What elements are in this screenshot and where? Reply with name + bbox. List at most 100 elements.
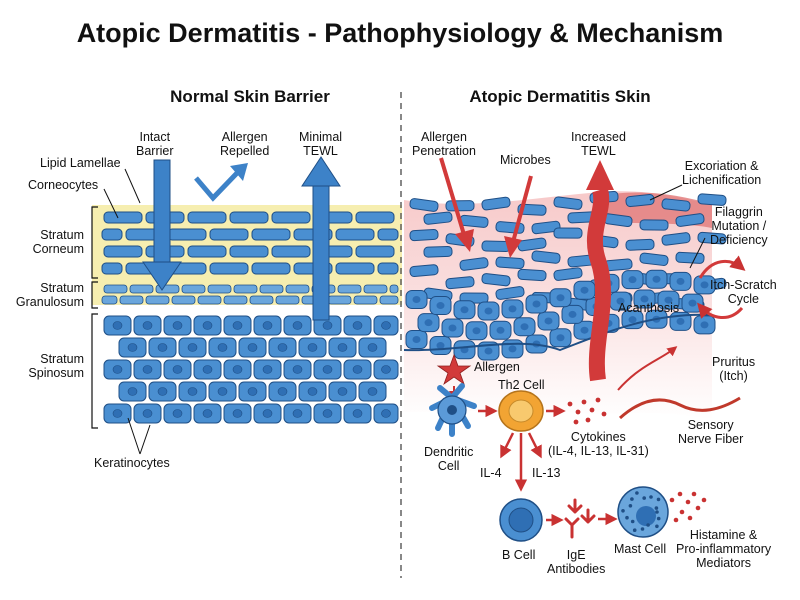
atopic-corneocyte-cell	[625, 238, 655, 251]
granulosum-cell	[207, 284, 232, 294]
atopic-keratinocyte-nucleus	[436, 342, 445, 350]
il4-label: IL-4	[480, 466, 502, 480]
atopic-keratinocyte-nucleus	[640, 295, 649, 303]
cytokine-dots	[567, 397, 607, 425]
keratinocyte-nucleus	[322, 365, 333, 374]
normal-skin-tissue	[92, 205, 402, 424]
atopic-keratinocyte-nucleus	[556, 294, 565, 302]
atopic-skin-tissue	[403, 190, 727, 420]
atopic-corneocyte-cell	[517, 203, 547, 216]
granulosum-cell	[145, 295, 170, 305]
atopic-keratinocyte-nucleus	[508, 305, 517, 313]
keratinocyte-nucleus	[232, 409, 243, 418]
atopic-corneocyte-cell	[625, 194, 655, 208]
mediator-dot	[691, 491, 697, 497]
keratinocyte-nucleus	[247, 343, 258, 352]
granulosum-cell	[285, 284, 310, 294]
keratinocyte-nucleus	[322, 321, 333, 330]
atopic-corneocyte-cell	[675, 251, 705, 264]
pruritus-arrow	[617, 346, 678, 391]
th2-cell-icon	[498, 390, 544, 432]
atopic-corneocyte-cell	[409, 228, 439, 242]
mediator-dot	[687, 515, 693, 521]
atopic-keratinocyte-nucleus	[472, 327, 481, 335]
atopic-corneocyte-cell	[481, 273, 511, 287]
granulosum-cell	[101, 295, 118, 305]
granulosum-cell	[233, 284, 258, 294]
granulosum-cell	[129, 284, 154, 294]
keratinocyte-nucleus	[172, 321, 183, 330]
atopic-keratinocyte-nucleus	[676, 317, 685, 325]
atopic-corneocyte-cell	[445, 276, 475, 290]
keratinocyte-nucleus	[381, 409, 391, 418]
keratinocyte-nucleus	[217, 387, 228, 396]
keratinocyte-nucleus	[307, 387, 318, 396]
corneocyte-cell	[251, 262, 291, 275]
ige-antibodies-icon	[564, 498, 596, 539]
th2-cell-label: Th2 Cell	[498, 378, 545, 392]
atopic-keratinocyte-nucleus	[556, 334, 565, 342]
atopic-keratinocyte-nucleus	[568, 310, 577, 318]
granulosum-cell	[259, 284, 284, 294]
granulosum-cell	[181, 284, 206, 294]
keratinocyte-nucleus	[217, 343, 228, 352]
lipid-lamellae-label: Lipid Lamellae	[40, 156, 121, 170]
atopic-keratinocyte-nucleus	[676, 277, 685, 285]
atopic-keratinocyte-nucleus	[688, 299, 697, 307]
cytokine-dot	[585, 417, 591, 423]
atopic-corneocyte-cell	[697, 231, 727, 245]
atopic-corneocyte-cell	[517, 268, 547, 282]
corneocyte-cell	[103, 245, 143, 258]
atopic-keratinocyte-nucleus	[628, 276, 637, 284]
cytokine-dot	[573, 419, 579, 425]
keratinocyte-nucleus	[112, 409, 123, 418]
corneocyte-cell	[355, 211, 395, 224]
corneocyte-cell	[271, 245, 311, 258]
atopic-corneocyte-cell	[495, 256, 525, 270]
cytokine-dot	[601, 411, 607, 417]
atopic-keratinocyte-nucleus	[484, 307, 493, 315]
keratinocyte-nucleus	[262, 365, 273, 374]
atopic-corneocyte-cell	[495, 286, 525, 300]
minimal-tewl-arrow	[301, 156, 341, 321]
corneocyte-cell	[271, 211, 311, 224]
cytokine-dot	[595, 397, 601, 403]
keratinocyte-nucleus	[112, 321, 123, 330]
normal-panel-title: Normal Skin Barrier	[170, 87, 330, 106]
dendritic-cell-icon	[429, 383, 477, 437]
keratinocyte-nucleus	[352, 321, 363, 330]
keratinocyte-nucleus	[127, 343, 138, 352]
granulosum-cell	[223, 295, 248, 305]
atopic-keratinocyte-nucleus	[700, 321, 709, 329]
corneocyte-cell	[229, 211, 269, 224]
il13-label: IL-13	[532, 466, 561, 480]
intact-barrier-arrow	[142, 159, 182, 291]
layer-brackets	[91, 206, 98, 429]
keratinocyte-nucleus	[202, 365, 213, 374]
keratinocyte-nucleus	[157, 343, 168, 352]
mast-cell-label: Mast Cell	[614, 542, 667, 556]
atopic-corneocyte-cell	[531, 220, 561, 235]
granulosum-cell	[327, 295, 352, 305]
atopic-panel-title: Atopic Dermatitis Skin	[469, 87, 651, 106]
microbes-label: Microbes	[500, 153, 551, 167]
granulosum-cell	[353, 295, 378, 305]
keratinocyte-nucleus	[322, 409, 333, 418]
mediator-dot	[673, 517, 679, 523]
allergen-star-icon	[436, 353, 472, 386]
corneocyte-cell	[209, 262, 249, 275]
corneocytes-label: Corneocytes	[28, 178, 99, 192]
keratinocyte-nucleus	[381, 365, 391, 374]
acanthosis-label: Acanthosis	[618, 301, 680, 315]
mediator-dot	[695, 505, 701, 511]
corneocyte-cell	[377, 262, 399, 275]
atopic-corneocyte-cell	[481, 196, 511, 211]
keratinocyte-nucleus	[307, 343, 318, 352]
atopic-keratinocyte-nucleus	[616, 297, 625, 305]
